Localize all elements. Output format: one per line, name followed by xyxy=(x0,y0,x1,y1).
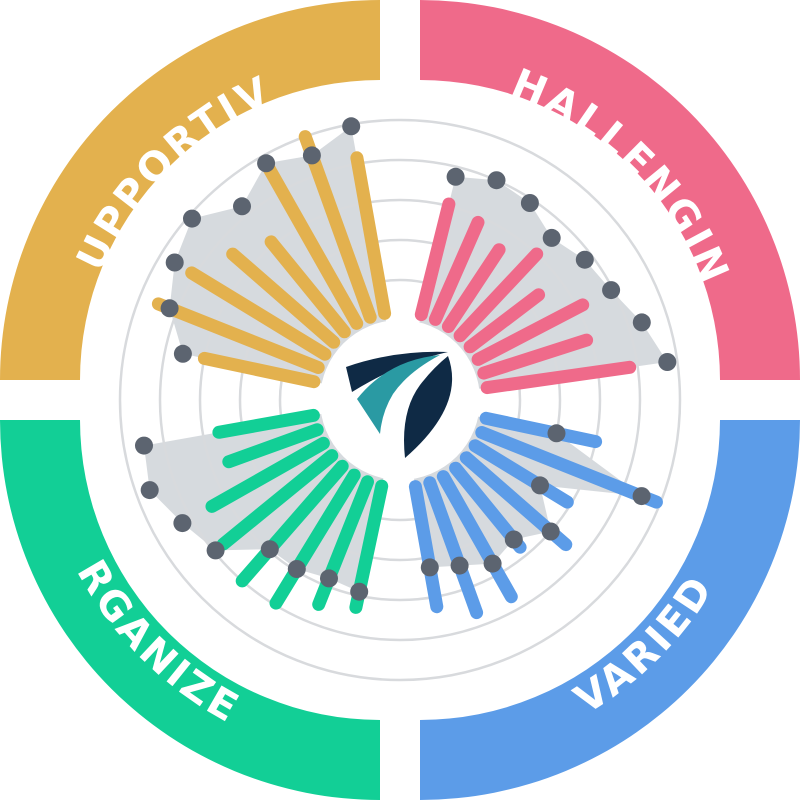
score-marker-organized xyxy=(320,569,338,588)
score-marker-supportive xyxy=(257,154,276,173)
quadrant-band-organized xyxy=(0,420,380,800)
score-marker-organized xyxy=(173,514,192,533)
score-marker-challenging xyxy=(446,167,465,186)
score-marker-challenging xyxy=(487,171,506,190)
grid-ring xyxy=(238,238,562,562)
score-marker-organized xyxy=(140,481,159,500)
score-marker-supportive xyxy=(342,117,361,136)
score-marker-varied xyxy=(547,424,566,443)
score-bar-organized xyxy=(216,449,339,551)
quadrant-band-challenging xyxy=(420,0,800,380)
grid-ring xyxy=(158,158,642,642)
score-bar-supportive xyxy=(264,235,351,339)
leaf-logo-icon xyxy=(346,351,453,458)
score-bar-organized xyxy=(205,436,330,513)
grid-ring xyxy=(278,278,522,522)
score-bar-organized xyxy=(212,408,320,439)
score-bar-supportive xyxy=(298,130,377,324)
score-marker-varied xyxy=(541,522,560,541)
score-markers xyxy=(135,117,677,601)
score-bar-varied xyxy=(436,470,518,604)
score-bar-challenging xyxy=(441,243,506,333)
score-marker-supportive xyxy=(165,253,184,272)
center-circle xyxy=(320,320,480,480)
score-marker-challenging xyxy=(575,250,594,269)
score-marker-varied xyxy=(531,476,549,495)
score-bar-supportive xyxy=(262,162,364,330)
score-marker-challenging xyxy=(542,228,561,247)
score-marker-organized xyxy=(206,541,225,560)
score-marker-varied xyxy=(420,558,439,577)
score-bar-varied xyxy=(408,480,444,614)
score-marker-challenging xyxy=(632,313,651,332)
score-bar-challenging xyxy=(428,215,485,326)
grid-ring xyxy=(198,198,602,602)
score-bar-supportive xyxy=(185,266,332,361)
score-bar-supportive xyxy=(350,151,392,320)
score-bar-challenging xyxy=(480,360,637,395)
score-marker-organized xyxy=(287,560,306,578)
score-bar-supportive xyxy=(197,351,321,389)
grid-rings xyxy=(118,118,682,682)
score-bar-organized xyxy=(222,423,324,469)
score-marker-varied xyxy=(450,556,469,575)
score-marker-supportive xyxy=(160,299,179,318)
score-bar-varied xyxy=(479,411,603,449)
score-marker-challenging xyxy=(658,353,677,371)
score-bar-supportive xyxy=(226,247,341,349)
center-hub xyxy=(320,320,480,480)
score-bars xyxy=(151,130,663,620)
score-marker-supportive xyxy=(183,209,201,228)
grid-ring xyxy=(118,118,682,682)
score-bar-challenging xyxy=(414,197,456,322)
score-bar-supportive xyxy=(151,297,325,374)
score-bar-varied xyxy=(468,439,574,509)
score-marker-organized xyxy=(260,540,279,559)
score-bar-organized xyxy=(269,468,361,610)
score-bar-challenging xyxy=(463,288,546,354)
score-marker-organized xyxy=(350,582,369,601)
score-marker-supportive xyxy=(233,197,251,216)
score-bar-organized xyxy=(235,459,349,588)
quadrant-band-supportive xyxy=(0,0,380,380)
score-marker-supportive xyxy=(173,344,192,363)
score-bar-varied xyxy=(475,426,663,509)
score-bar-challenging xyxy=(477,333,594,380)
score-bar-challenging xyxy=(471,298,590,366)
score-marker-challenging xyxy=(602,281,621,300)
score-marker-supportive xyxy=(302,146,321,165)
score-bar-challenging xyxy=(453,247,544,343)
score-marker-organized xyxy=(135,436,153,455)
score-marker-varied xyxy=(483,554,502,573)
quadrant-band-varied xyxy=(420,420,800,800)
score-marker-challenging xyxy=(520,194,539,212)
score-bar-varied xyxy=(423,476,484,620)
score-marker-varied xyxy=(632,487,651,506)
score-marker-varied xyxy=(504,530,523,549)
